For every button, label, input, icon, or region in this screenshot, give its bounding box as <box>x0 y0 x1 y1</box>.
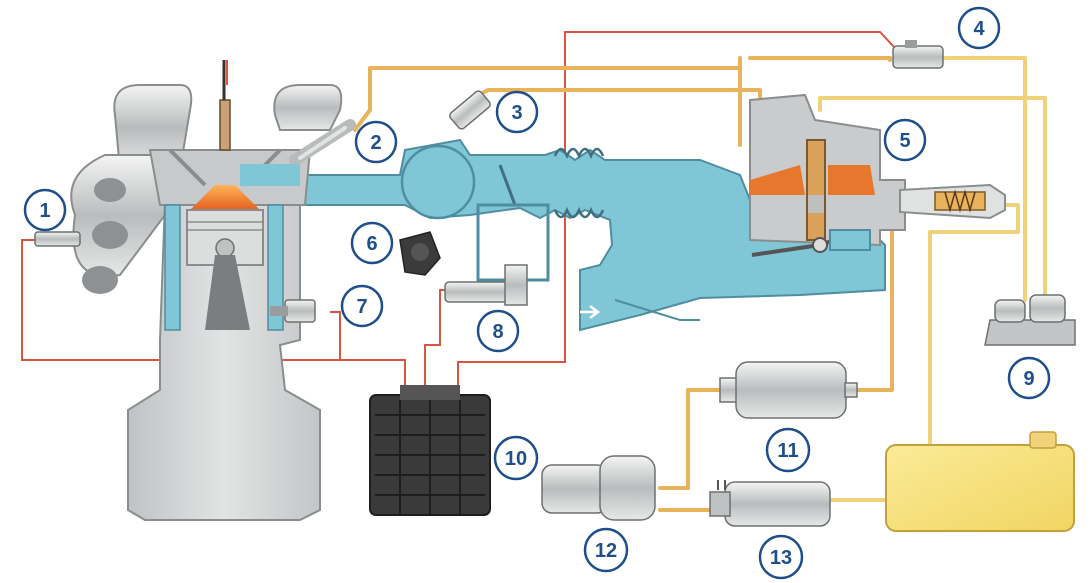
spark-plug <box>219 99 231 151</box>
throttle-body <box>400 144 476 220</box>
callout-12-label: 12 <box>595 540 617 562</box>
callout-3: 3 <box>495 90 539 134</box>
callout-2: 2 <box>354 120 398 164</box>
callout-5-label: 5 <box>899 130 910 152</box>
callout-12: 12 <box>583 527 629 573</box>
corrugated-hose <box>553 147 605 160</box>
fuel-distributor <box>749 93 1006 257</box>
callout-8-label: 8 <box>492 321 503 343</box>
callout-1-label: 1 <box>39 200 50 222</box>
callout-13-label: 13 <box>770 547 792 569</box>
callout-7-label: 7 <box>356 296 367 318</box>
intake-air-path <box>239 138 886 332</box>
fuel-tank <box>885 431 1075 532</box>
thermo-time-switch <box>892 40 944 69</box>
callout-2-label: 2 <box>370 132 381 154</box>
callout-11-label: 11 <box>777 440 798 462</box>
air-inlet-arrow-icon <box>580 305 601 319</box>
callout-8: 8 <box>476 309 520 353</box>
callout-5: 5 <box>883 118 927 162</box>
callout-11: 11 <box>765 427 811 473</box>
idle-air-control-valve <box>444 264 528 306</box>
callout-10-label: 10 <box>505 448 527 470</box>
fuel-pump <box>709 480 831 527</box>
control-unit <box>369 385 491 516</box>
callout-6-label: 6 <box>366 233 377 255</box>
callout-10: 10 <box>493 435 539 481</box>
control-plunger <box>806 139 826 241</box>
cold-start-injector <box>449 90 491 130</box>
fuel-filter <box>719 361 858 419</box>
connecting-rod <box>205 255 250 330</box>
throttle-position-sensor <box>399 231 441 276</box>
oxygen-sensor <box>34 231 81 247</box>
cylinder-head <box>148 149 312 206</box>
coolant-temp-sensor <box>270 299 316 323</box>
callout-4-label: 4 <box>973 18 985 40</box>
tank-cap <box>1029 431 1057 449</box>
exhaust-port <box>113 84 193 171</box>
exhaust-manifold <box>70 154 166 278</box>
callout-13: 13 <box>758 534 804 580</box>
callout-3-label: 3 <box>511 102 522 124</box>
combustion-chamber <box>190 185 260 210</box>
fuel-accumulator <box>541 455 656 521</box>
fuel-lines <box>353 56 1047 512</box>
callout-1: 1 <box>23 188 67 232</box>
callout-7: 7 <box>340 284 384 328</box>
throttle-valve <box>498 164 517 206</box>
engine <box>70 60 356 521</box>
warm-up-regulator <box>984 294 1076 346</box>
callout-9-label: 9 <box>1023 368 1034 390</box>
callout-9: 9 <box>1007 356 1051 400</box>
callout-6: 6 <box>350 221 394 265</box>
intake-port <box>273 84 343 131</box>
callout-4: 4 <box>957 6 1001 50</box>
